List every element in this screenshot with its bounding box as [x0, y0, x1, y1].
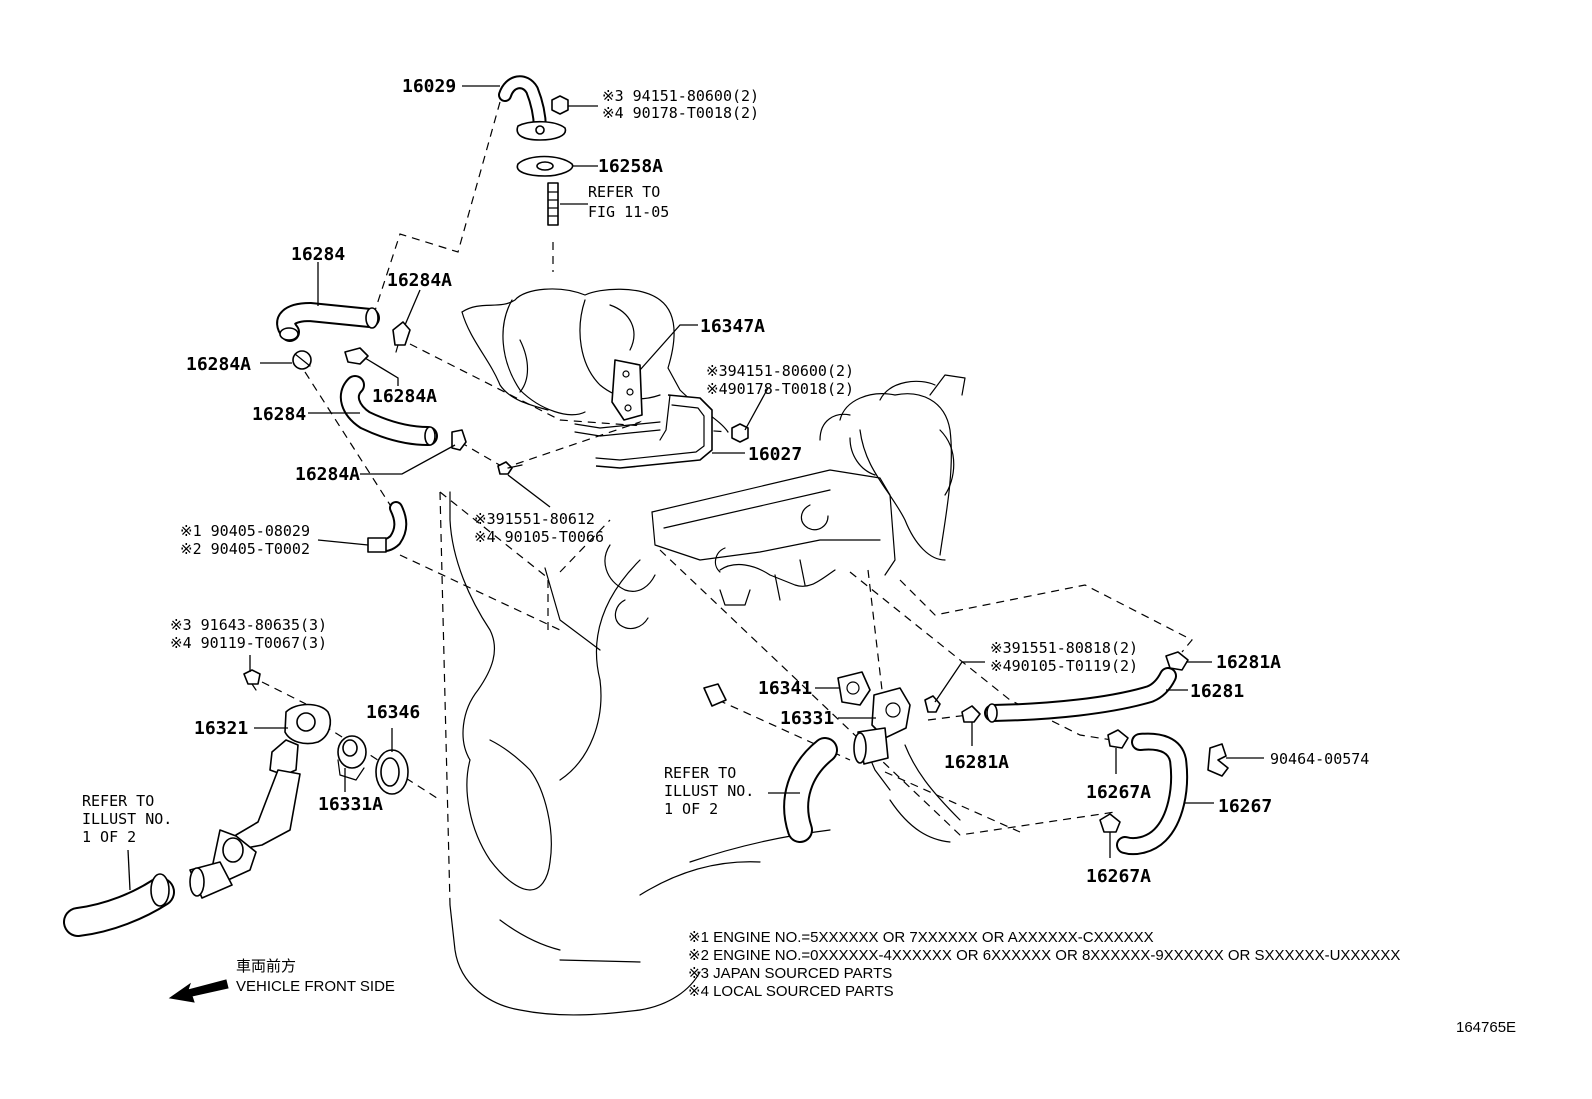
label-91551-80612: ※391551-80612: [474, 510, 595, 528]
label-16281: 16281: [1190, 681, 1244, 702]
label-16258A: 16258A: [598, 156, 663, 177]
label-16029: 16029: [402, 76, 456, 97]
label-16284A-mid: 16284A: [372, 386, 437, 407]
label-91551-80818: ※391551-80818(2): [990, 639, 1138, 657]
label-90105-T0119: ※490105-T0119(2): [990, 657, 1138, 675]
part-16267-hose: [1116, 732, 1189, 856]
note-4: ※4 LOCAL SOURCED PARTS: [688, 983, 894, 1000]
label-16331: 16331: [780, 708, 834, 729]
label-refer-mid-line3: 1 OF 2: [664, 800, 718, 818]
label-90119: ※4 90119-T0067(3): [170, 634, 327, 652]
label-16284A-bottom: 16284A: [295, 464, 360, 485]
label-refer-fig-line2: FIG 11-05: [588, 203, 669, 221]
clamp-16267A-top: [1107, 729, 1129, 749]
label-16341: 16341: [758, 678, 812, 699]
label-90464: 90464-00574: [1270, 750, 1369, 768]
part-16284-upper-hose: [276, 302, 380, 342]
label-90178-top: ※4 90178-T0018(2): [602, 104, 759, 122]
clamp-16267A-bottom: [1099, 813, 1121, 833]
front-arrow-icon: [168, 979, 229, 1003]
label-refer-fig-line1: REFER TO: [588, 183, 660, 201]
label-16284-top: 16284: [291, 244, 345, 265]
label-91643: ※3 91643-80635(3): [170, 616, 327, 634]
note-2: ※2 ENGINE NO.=0XXXXXX-4XXXXXX OR 6XXXXXX…: [688, 947, 1400, 964]
part-16347A-gasket: [611, 359, 643, 421]
label-16321: 16321: [194, 718, 248, 739]
part-16284-mid-hose: [339, 375, 438, 446]
refer-hose-left: [63, 873, 175, 937]
label-refer-left-line1: REFER TO: [82, 792, 154, 810]
label-16281A-bottom: 16281A: [944, 752, 1009, 773]
label-16267: 16267: [1218, 796, 1272, 817]
label-refer-left-line2: ILLUST NO.: [82, 810, 172, 828]
label-16346: 16346: [366, 702, 420, 723]
label-94151-top: ※3 94151-80600(2): [602, 87, 759, 105]
part-16258A-gasket: [516, 155, 574, 177]
label-front-jp: 車両前方: [236, 958, 296, 975]
part-16321-water-inlet: [189, 703, 332, 899]
nut-94151-mid: [731, 423, 749, 443]
part-16346-gasket: [375, 749, 409, 795]
label-16284-mid: 16284: [252, 404, 306, 425]
note-1: ※1 ENGINE NO.=5XXXXXX OR 7XXXXXX OR AXXX…: [688, 929, 1154, 946]
clamp-16281A-bottom: [961, 705, 981, 723]
label-16284A-left: 16284A: [186, 354, 251, 375]
bolt-91551-80612: [497, 461, 523, 475]
clamp-16281A-top: [1165, 651, 1189, 671]
label-16027: 16027: [748, 444, 802, 465]
clamp-16284A-mid: [344, 347, 369, 365]
illustration-id: 164765E: [1456, 1019, 1516, 1036]
leader-lines: [127, 85, 1264, 891]
refer-hose-mid: [783, 737, 838, 843]
part-labels: 16029 ※3 94151-80600(2) ※4 90178-T0018(2…: [82, 76, 1516, 1036]
part-16341-gasket: [837, 671, 871, 706]
engine-block-outline: [449, 288, 966, 1016]
label-16284A-top: 16284A: [387, 270, 452, 291]
label-16281A-top: 16281A: [1216, 652, 1281, 673]
part-16331A-thermostat: [337, 735, 367, 781]
label-front-en: VEHICLE FRONT SIDE: [236, 978, 395, 995]
stud-bolt: [547, 182, 559, 226]
small-pipe: [703, 683, 727, 707]
label-16267A-bottom: 16267A: [1086, 866, 1151, 887]
part-90405-elbow: [367, 501, 408, 553]
label-16347A: 16347A: [700, 316, 765, 337]
part-16027-pipe: [574, 394, 713, 469]
label-refer-left-line3: 1 OF 2: [82, 828, 136, 846]
label-16267A-top: 16267A: [1086, 782, 1151, 803]
label-16331A: 16331A: [318, 794, 383, 815]
label-94151-mid: ※394151-80600(2): [706, 362, 854, 380]
clamp-16284A-left: [292, 350, 312, 370]
part-16029-pipe: [498, 75, 567, 141]
clamp-16284A-top: [392, 321, 411, 353]
label-90105-T0066: ※4 90105-T0066: [474, 528, 604, 546]
note-3: ※3 JAPAN SOURCED PARTS: [688, 965, 892, 982]
part-16281-hose: [984, 667, 1177, 723]
part-16331-water-outlet: [853, 687, 911, 765]
part-90464-clip: [1207, 743, 1229, 777]
label-90178-mid: ※490178-T0018(2): [706, 380, 854, 398]
bolt-91643: [243, 669, 261, 691]
nut-94151-top: [551, 95, 569, 115]
label-refer-mid-line1: REFER TO: [664, 764, 736, 782]
label-90405-T0002: ※2 90405-T0002: [180, 540, 310, 558]
clamp-16284A-bottom: [451, 429, 467, 451]
label-refer-mid-line2: ILLUST NO.: [664, 782, 754, 800]
label-90405-08029: ※1 90405-08029: [180, 522, 310, 540]
